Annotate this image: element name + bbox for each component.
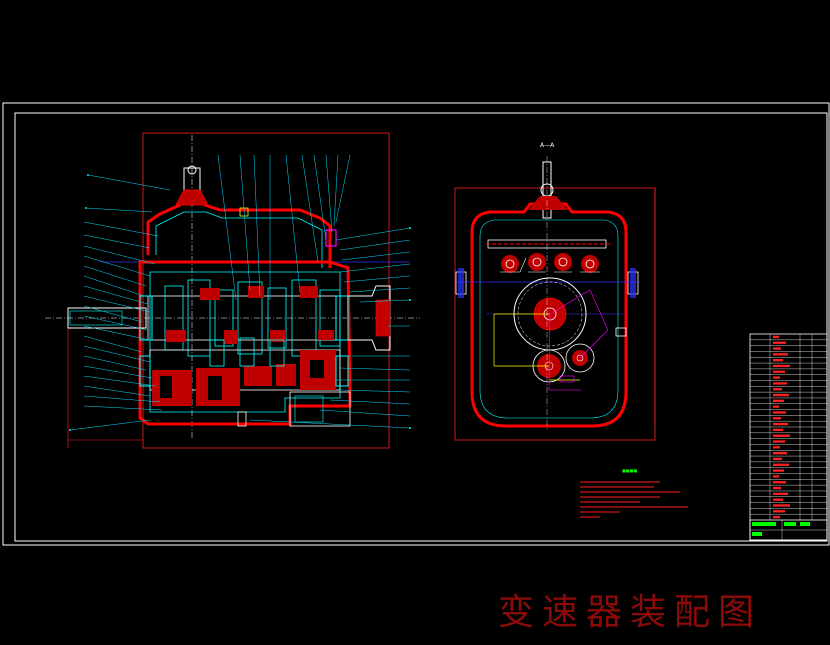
reverse-idler-outer — [565, 343, 595, 373]
section-lever-cap — [528, 196, 568, 210]
title-block-entry-mark — [773, 388, 782, 391]
front-bearing — [139, 295, 153, 341]
leader-lines-left — [69, 174, 171, 431]
title-block-entry-mark — [773, 451, 787, 455]
title-block-entry-mark — [773, 498, 783, 501]
title-block — [749, 333, 828, 541]
technical-notes: ■■■■ — [580, 468, 688, 518]
oil-pan — [289, 391, 351, 427]
title-block-entry-mark — [773, 399, 784, 403]
title-block-entry-mark — [773, 486, 781, 490]
title-block-entry-mark — [773, 504, 790, 507]
section-label: A—A — [540, 142, 555, 149]
output-flange-hub — [375, 299, 391, 337]
right-side-bolt-head — [630, 268, 636, 298]
title-block-entry-mark — [773, 382, 787, 385]
title-block-entry-mark — [773, 347, 781, 350]
overall-dimension-box — [142, 132, 390, 449]
upper-cover-outline — [146, 193, 332, 268]
title-block-entry-mark — [773, 370, 785, 373]
title-block-entry-mark — [773, 411, 786, 414]
left-side-bolt-head — [458, 268, 464, 298]
title-block-entry-mark — [773, 469, 784, 472]
title-block-entry-mark — [773, 376, 780, 379]
title-block-entry-mark — [773, 434, 790, 437]
title-block-entry-mark — [773, 515, 780, 519]
title-block-entry-mark — [773, 335, 779, 339]
outer-frame — [2, 102, 830, 546]
shift-forks — [500, 253, 600, 273]
drawing-title: 变速器装配图 — [498, 592, 763, 633]
section-housing-inner — [479, 219, 619, 419]
title-block-entry-mark — [773, 405, 779, 408]
output-flange — [347, 285, 391, 351]
inner-frame — [14, 112, 828, 542]
title-block-entry-mark — [773, 463, 789, 466]
title-block-entry-mark — [773, 364, 790, 368]
lever-bearing — [175, 189, 209, 206]
longitudinal-section-view — [45, 132, 420, 449]
countershaft-gears — [149, 337, 341, 406]
leader-endpoints — [69, 174, 411, 431]
title-block-entry-mark — [773, 422, 788, 426]
title-block-entry-mark — [773, 353, 788, 356]
title-block-entry-mark — [773, 446, 780, 449]
section-construction-lines — [548, 289, 609, 391]
title-block-entry-mark — [773, 417, 781, 420]
upper-cover-inner — [155, 211, 323, 268]
speedometer-gear — [325, 229, 337, 247]
reverse-idler-bore — [576, 354, 584, 362]
section-gear-bolt — [615, 327, 627, 337]
rear-bearing — [335, 295, 349, 341]
input-shaft — [67, 307, 147, 329]
title-block-entry-mark — [773, 510, 785, 513]
input-shaft-spline — [69, 310, 123, 326]
title-block-entry-mark — [773, 428, 783, 432]
notes-heading: ■■■■ — [622, 468, 637, 473]
title-block-entry-mark — [773, 492, 788, 496]
title-block-entry-mark — [773, 440, 785, 443]
cross-section-view: A—A — [454, 142, 656, 441]
drain-plug — [237, 411, 247, 427]
title-block-entry-mark — [773, 341, 786, 344]
title-block-entry-mark — [773, 475, 779, 478]
leader-lines-top — [217, 154, 351, 301]
front-bearing-lower — [139, 355, 151, 387]
oil-pan-inner — [294, 395, 324, 423]
title-block-entry-mark — [773, 481, 786, 484]
title-block-entry-mark — [773, 457, 782, 461]
section-housing-outline — [470, 202, 628, 428]
leader-lines-right — [249, 227, 411, 429]
title-block-entry-mark — [773, 393, 789, 397]
rear-bearing-lower — [335, 355, 349, 387]
section-dimensions-yellow — [493, 313, 580, 381]
title-block-entry-mark — [773, 358, 783, 362]
shift-lever-knob — [187, 165, 197, 175]
